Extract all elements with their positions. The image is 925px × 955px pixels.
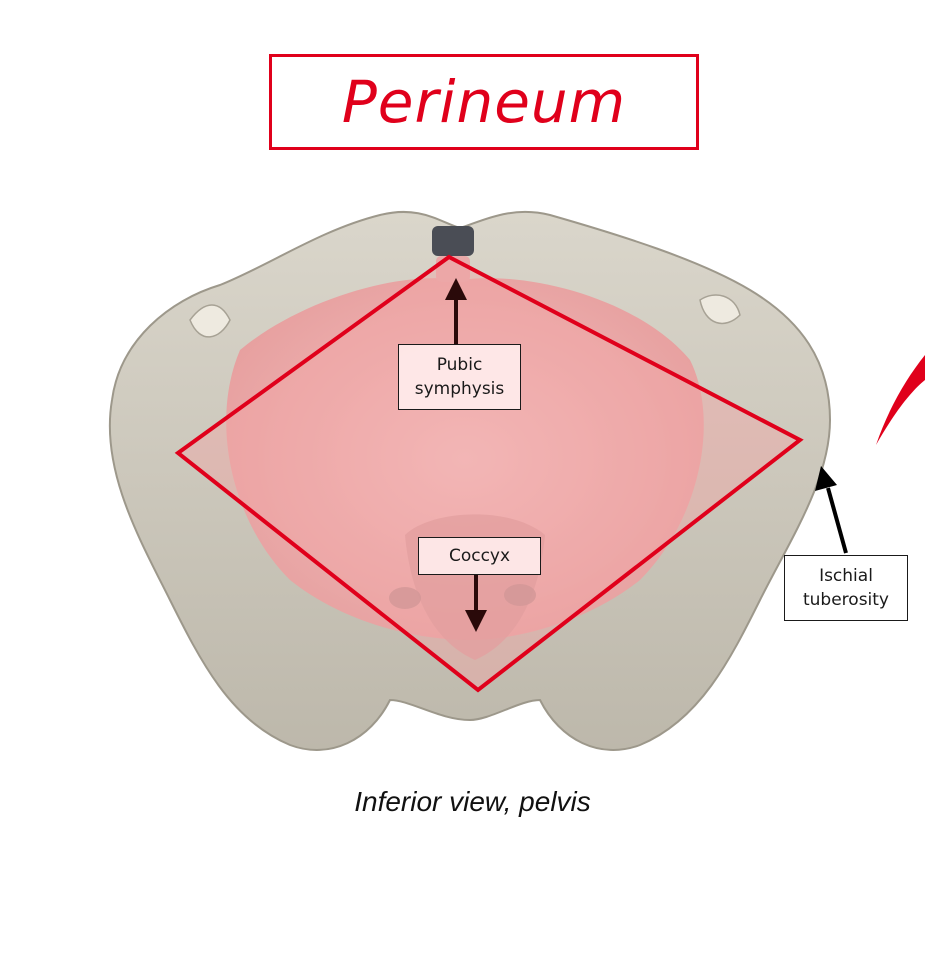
partial-curve-mark xyxy=(876,355,925,445)
arrow-pointer-icon xyxy=(815,466,848,554)
label-pubic-line2: symphysis xyxy=(414,379,505,399)
label-pubic-symphysis: Pubic symphysis xyxy=(398,344,521,410)
perineum-diamond xyxy=(174,254,804,693)
label-coccyx: Coccyx xyxy=(418,537,541,575)
arrow-down-icon xyxy=(465,575,487,632)
label-ischial-line1: Ischial xyxy=(819,566,873,586)
label-ischial-tuberosity: Ischial tuberosity xyxy=(784,555,908,621)
arrow-up-icon xyxy=(445,278,467,344)
page-title: Perineum xyxy=(341,68,627,136)
label-ischial-line2: tuberosity xyxy=(802,590,889,610)
figure-caption: Inferior view, pelvis xyxy=(354,786,591,817)
label-coccyx-text: Coccyx xyxy=(448,546,511,566)
title-box: Perineum xyxy=(269,54,699,150)
label-pubic-line1: Pubic xyxy=(436,355,483,375)
